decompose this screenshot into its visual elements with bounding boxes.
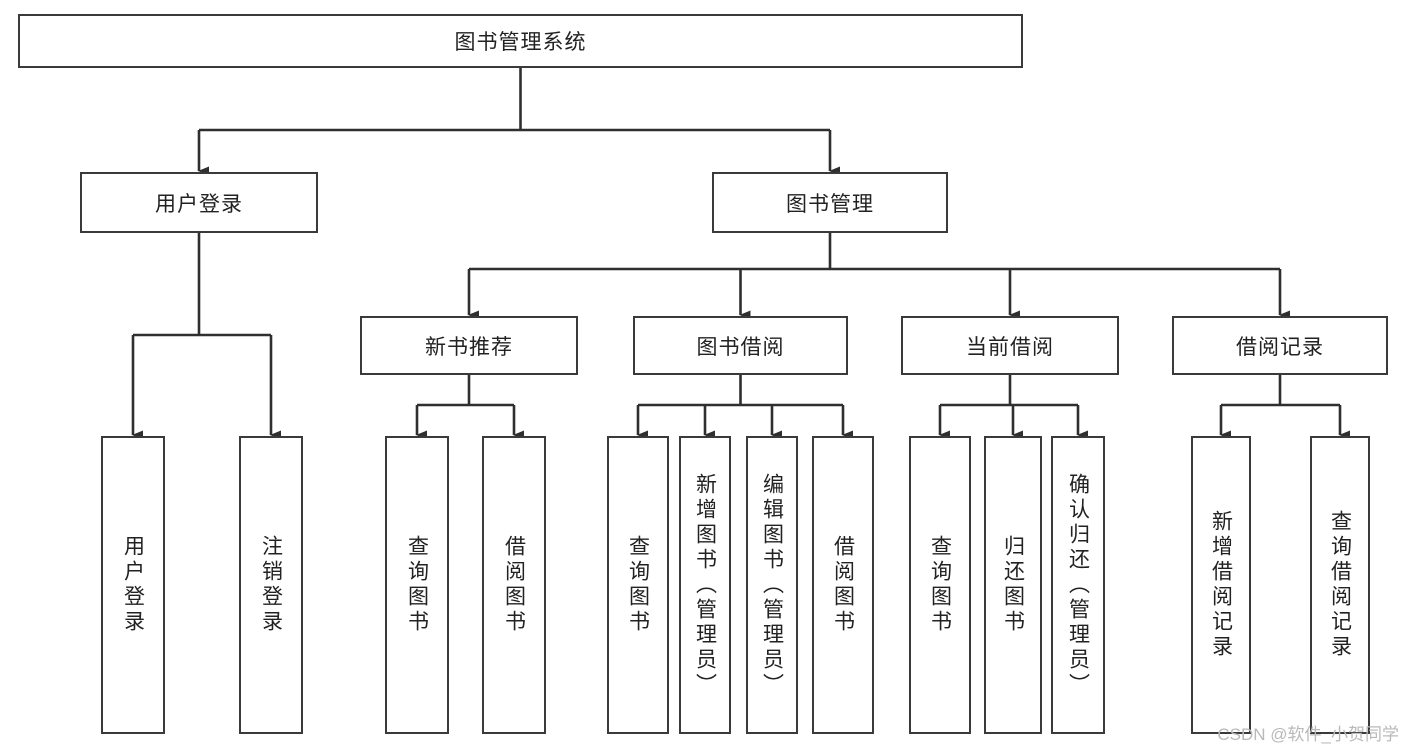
node-leaf-bb-add-book[interactable]: 新增图书（管理员）: [679, 436, 731, 734]
watermark: CSDN @软件_小贺同学: [1217, 725, 1399, 744]
node-leaf-br-add-record[interactable]: 新增借阅记录: [1191, 436, 1251, 734]
node-leaf-br-add-record-label: 新增借阅记录: [1209, 510, 1233, 660]
node-book-manage-label: 图书管理: [786, 192, 874, 216]
node-leaf-bb-query-book-label: 查询图书: [626, 535, 650, 635]
node-leaf-bb-edit-book[interactable]: 编辑图书（管理员）: [746, 436, 798, 734]
node-leaf-bb-edit-book-label: 编辑图书（管理员）: [760, 472, 784, 698]
node-leaf-user-login-label: 用户登录: [121, 535, 145, 635]
node-leaf-rec-borrow-book-label: 借阅图书: [502, 535, 526, 635]
node-leaf-rec-query-book[interactable]: 查询图书: [385, 436, 449, 734]
node-leaf-cb-confirm-return[interactable]: 确认归还（管理员）: [1051, 436, 1105, 734]
node-leaf-user-logout-label: 注销登录: [259, 535, 283, 635]
node-book-borrow-label: 图书借阅: [696, 335, 785, 359]
node-leaf-bb-query-book[interactable]: 查询图书: [607, 436, 669, 734]
node-leaf-cb-return-book-label: 归还图书: [1001, 535, 1025, 635]
node-new-book-rec-label: 新书推荐: [425, 335, 513, 359]
node-leaf-cb-return-book[interactable]: 归还图书: [984, 436, 1042, 734]
node-leaf-bb-add-book-label: 新增图书（管理员）: [693, 472, 717, 698]
node-leaf-user-login[interactable]: 用户登录: [101, 436, 165, 734]
node-root[interactable]: 图书管理系统: [18, 14, 1023, 68]
node-current-borrow[interactable]: 当前借阅: [901, 316, 1119, 375]
node-leaf-cb-confirm-return-label: 确认归还（管理员）: [1066, 472, 1090, 698]
node-borrow-record-label: 借阅记录: [1236, 335, 1324, 359]
node-leaf-bb-borrow-book-label: 借阅图书: [831, 535, 855, 635]
node-root-label: 图书管理系统: [454, 31, 587, 54]
node-leaf-cb-query-book[interactable]: 查询图书: [909, 436, 971, 734]
node-leaf-rec-borrow-book[interactable]: 借阅图书: [482, 436, 546, 734]
node-current-borrow-label: 当前借阅: [966, 335, 1054, 359]
node-leaf-cb-query-book-label: 查询图书: [928, 535, 952, 635]
node-book-borrow[interactable]: 图书借阅: [633, 316, 848, 375]
node-leaf-user-logout[interactable]: 注销登录: [239, 436, 303, 734]
node-leaf-br-query-record-label: 查询借阅记录: [1328, 510, 1352, 660]
node-user-login-label: 用户登录: [155, 192, 243, 216]
node-leaf-rec-query-book-label: 查询图书: [405, 535, 429, 635]
node-borrow-record[interactable]: 借阅记录: [1172, 316, 1388, 375]
node-book-manage[interactable]: 图书管理: [712, 172, 948, 233]
node-new-book-rec[interactable]: 新书推荐: [360, 316, 578, 375]
node-leaf-bb-borrow-book[interactable]: 借阅图书: [812, 436, 874, 734]
node-leaf-br-query-record[interactable]: 查询借阅记录: [1310, 436, 1370, 734]
node-user-login[interactable]: 用户登录: [80, 172, 318, 233]
